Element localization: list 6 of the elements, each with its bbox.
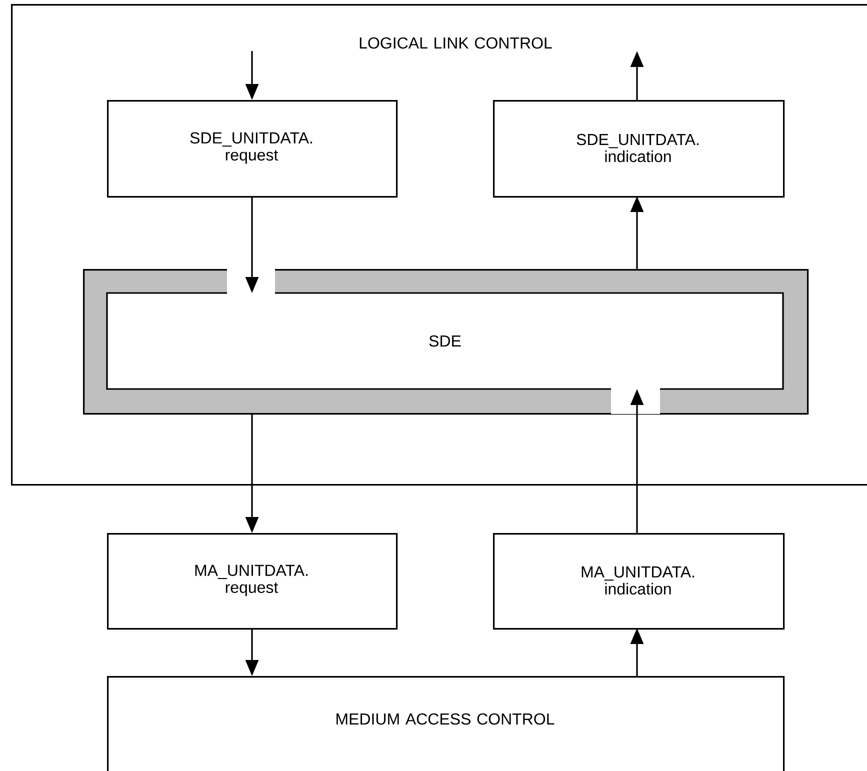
entity-band: SDE bbox=[83, 268, 809, 415]
layer-box: MEDIUM ACCESS CONTROL bbox=[107, 676, 785, 771]
primitive-box: SDE_UNITDATA. request bbox=[107, 100, 398, 198]
primitive-box: MA_UNITDATA. indication bbox=[493, 533, 785, 630]
primitive-box: SDE_UNITDATA. indication bbox=[493, 100, 785, 198]
primitive-box: MA_UNITDATA. request bbox=[107, 533, 398, 630]
